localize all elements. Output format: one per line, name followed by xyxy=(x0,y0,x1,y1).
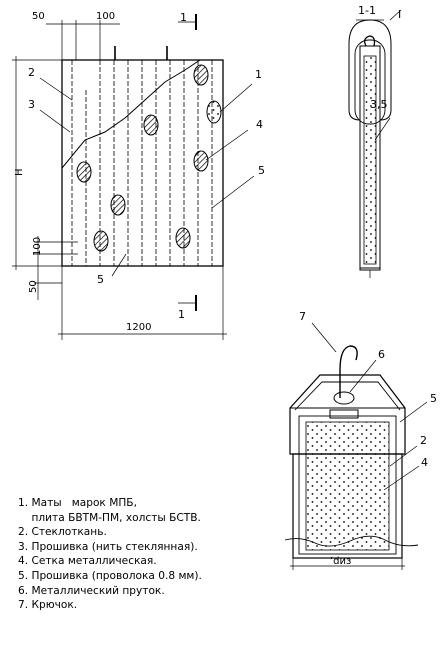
callout-7: 7 xyxy=(299,310,306,323)
dim-diz: ʻdиз xyxy=(330,556,351,567)
legend-item: 5. Прошивка (проволока 0.8 мм). xyxy=(18,569,202,582)
front-dimensions xyxy=(12,20,227,340)
dim-3-5: 3,5 xyxy=(370,98,388,111)
legend: 1. Маты марок МПБ, плита БВТМ-ПМ, холсты… xyxy=(18,496,318,613)
dim-h: H xyxy=(14,168,25,176)
callout-5-bottom: 5 xyxy=(97,273,104,286)
legend-item: 6. Металлический пруток. xyxy=(18,584,165,597)
section-title: 1-1 xyxy=(358,4,376,17)
dim-100-left: 100 xyxy=(32,237,43,256)
detail-mark: I xyxy=(398,8,401,21)
callout-2: 2 xyxy=(28,66,35,79)
dim-50-top: 50 xyxy=(32,11,45,22)
dim-1200: 1200 xyxy=(126,322,151,333)
legend-item: 4. Сетка металлическая. xyxy=(18,555,157,568)
callout-4: 4 xyxy=(256,118,263,131)
legend-item: плита БВТМ-ПМ, холсты БСТВ. xyxy=(18,511,201,524)
section-1-1 xyxy=(348,9,402,278)
callout-5-detail: 5 xyxy=(430,392,437,405)
callout-6: 6 xyxy=(378,348,385,361)
mat-panel xyxy=(61,59,224,267)
leader-lines xyxy=(39,77,255,277)
callout-2-detail: 2 xyxy=(420,434,427,447)
callout-4-detail: 4 xyxy=(421,456,428,469)
callout-3: 3 xyxy=(28,98,35,111)
stitch-lines xyxy=(71,60,213,266)
legend-item: 3. Прошивка (нить стеклянная). xyxy=(18,540,198,553)
front-view xyxy=(61,46,224,267)
section-mark-top: 1 xyxy=(180,11,187,24)
callout-1: 1 xyxy=(255,68,262,81)
legend-item: 2. Стеклоткань. xyxy=(18,526,107,539)
section-mark-bottom: 1 xyxy=(178,308,185,321)
legend-item: 7. Крючок. xyxy=(18,599,78,612)
mesh-ovals xyxy=(76,64,209,252)
dim-100-top: 100 xyxy=(96,11,115,22)
cutaway-line xyxy=(61,59,201,169)
callout-5: 5 xyxy=(258,164,265,177)
detail-view xyxy=(284,322,428,570)
dim-50-left: 50 xyxy=(28,280,39,293)
legend-item: 1. Маты марок МПБ, xyxy=(18,497,137,509)
